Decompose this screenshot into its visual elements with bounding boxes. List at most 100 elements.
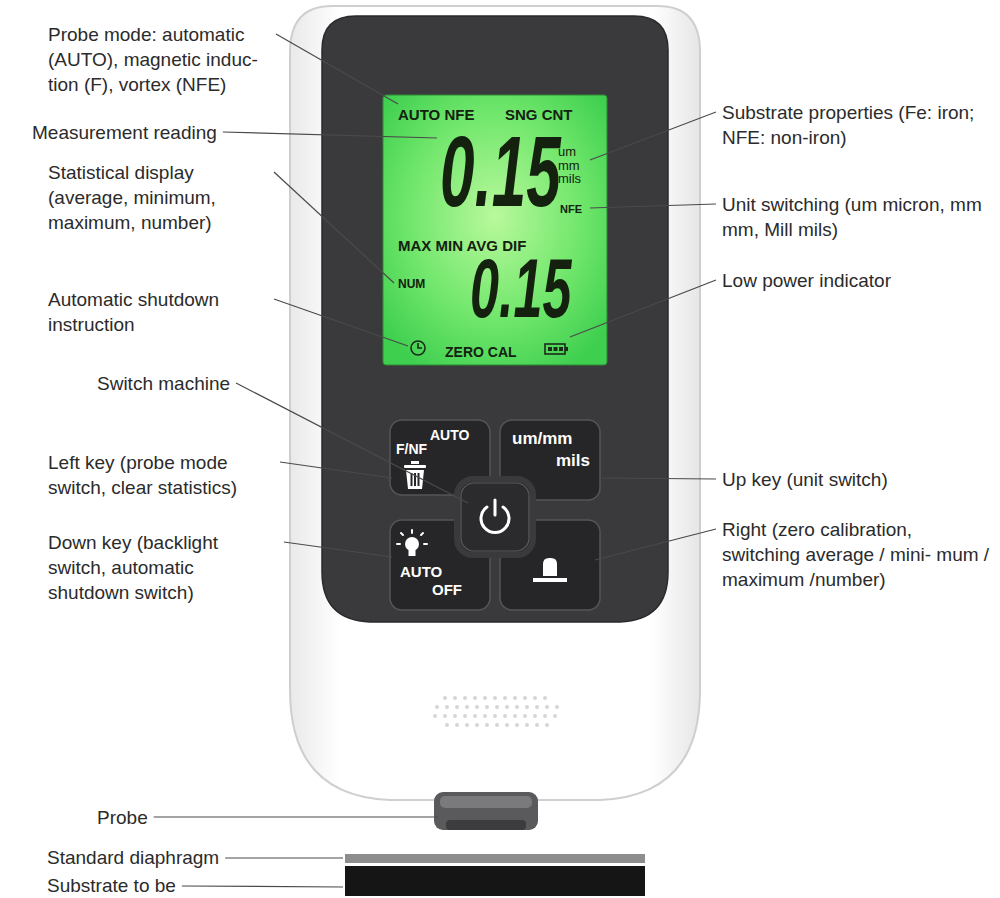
callout-label: Probe	[97, 805, 148, 830]
speaker-hole	[495, 723, 499, 727]
speaker-hole	[553, 714, 557, 718]
speaker-hole	[533, 714, 537, 718]
leader-line	[225, 857, 343, 858]
speaker-hole	[453, 714, 457, 718]
key-button: AUTOOFF	[390, 520, 490, 610]
speaker-hole	[445, 705, 449, 709]
speaker-hole	[443, 714, 447, 718]
speaker-hole	[465, 723, 469, 727]
speaker-hole	[445, 723, 449, 727]
leader-line	[223, 132, 437, 138]
clock-icon	[411, 341, 425, 355]
leader-line	[595, 529, 716, 560]
speaker-hole	[443, 696, 447, 700]
leader-line	[570, 280, 716, 337]
speaker-hole	[503, 714, 507, 718]
speaker-hole	[543, 714, 547, 718]
speaker-hole	[523, 696, 527, 700]
speaker-hole	[435, 705, 439, 709]
speaker-hole	[513, 696, 517, 700]
callout-label: Right (zero calibration, switching avera…	[722, 517, 994, 592]
speaker-hole	[485, 705, 489, 709]
speaker-hole	[473, 714, 477, 718]
speaker-hole	[493, 714, 497, 718]
speaker-hole	[515, 723, 519, 727]
leader-line	[274, 299, 408, 346]
callout-label: Probe mode: automatic (AUTO), magnetic i…	[48, 22, 270, 97]
key-caption: AUTO	[430, 428, 469, 443]
speaker-hole	[475, 723, 479, 727]
speaker-hole	[483, 696, 487, 700]
measurement-value: 0.15	[440, 121, 561, 221]
unit-indicator: um mm mils	[558, 145, 590, 186]
leader-line	[590, 204, 716, 208]
speaker-hole	[523, 714, 527, 718]
device-housing	[290, 6, 700, 800]
substrate-indicator: NFE	[560, 203, 582, 215]
speaker-hole	[555, 705, 559, 709]
speaker-hole	[433, 714, 437, 718]
power-key	[457, 479, 533, 555]
standard-diaphragm	[345, 854, 645, 863]
speaker-hole	[515, 705, 519, 709]
callout-label: Standard diaphragm	[47, 846, 219, 870]
speaker-hole	[463, 696, 467, 700]
leader-line	[602, 478, 716, 479]
leader-line	[284, 542, 392, 557]
speaker-hole	[455, 705, 459, 709]
count-indicator: NUM	[398, 278, 425, 291]
key-caption: um/mm	[512, 430, 572, 449]
probe	[434, 792, 538, 830]
callout-label: Down key (backlight switch, automatic sh…	[48, 530, 278, 605]
speaker-hole	[503, 696, 507, 700]
power-icon	[481, 500, 509, 532]
speaker-hole	[543, 696, 547, 700]
key-button: AUTOF/NF	[390, 420, 490, 495]
speaker-hole	[483, 714, 487, 718]
callout-label: Switch machine	[97, 371, 230, 396]
lcd-screen	[383, 95, 607, 365]
speaker-hole	[465, 705, 469, 709]
key-caption: mils	[556, 452, 590, 471]
callout-label: Left key (probe mode switch, clear stati…	[48, 450, 274, 500]
leader-line	[182, 886, 343, 887]
leader-line	[276, 34, 398, 104]
callout-label: Substrate to be	[47, 874, 176, 898]
leader-line	[280, 462, 392, 478]
callout-label: Measurement reading	[32, 120, 217, 145]
speaker-hole	[545, 705, 549, 709]
speaker-hole	[505, 723, 509, 727]
zero-probe-icon	[533, 558, 567, 582]
speaker-hole	[485, 723, 489, 727]
speaker-hole	[463, 714, 467, 718]
key-button: um/mm mils	[500, 420, 600, 500]
speaker-hole	[533, 696, 537, 700]
substrate	[345, 866, 645, 896]
speaker-hole	[525, 723, 529, 727]
callout-label: Up key (unit switch)	[722, 467, 888, 492]
speaker-hole	[513, 714, 517, 718]
callout-label: Automatic shutdown instruction	[48, 287, 268, 337]
calibration-indicator: ZERO CAL	[445, 345, 517, 360]
key-caption: AUTO	[400, 564, 442, 581]
lcd-display: AUTO NFESNG CNT0.15um mm milsNFEMAX MIN …	[383, 95, 607, 365]
statistics-value: 0.15	[470, 246, 571, 330]
callout-label: Statistical display (average, minimum, m…	[48, 160, 268, 235]
speaker-hole	[455, 723, 459, 727]
battery-icon	[545, 344, 568, 354]
leader-line	[154, 816, 438, 817]
speaker-hole	[505, 705, 509, 709]
speaker-hole	[495, 705, 499, 709]
key-caption: F/NF	[396, 442, 427, 457]
power-key-rim	[461, 483, 529, 551]
callout-label: Unit switching (um micron, mm mm, Mill m…	[722, 192, 994, 242]
speaker-hole	[473, 696, 477, 700]
backlight-icon	[397, 530, 427, 556]
leader-line	[590, 112, 716, 160]
callout-label: Substrate properties (Fe: iron; NFE: non…	[722, 100, 994, 150]
speaker-hole	[535, 705, 539, 709]
callout-label: Low power indicator	[722, 268, 891, 293]
speaker-hole	[453, 696, 457, 700]
leader-line	[274, 172, 394, 283]
